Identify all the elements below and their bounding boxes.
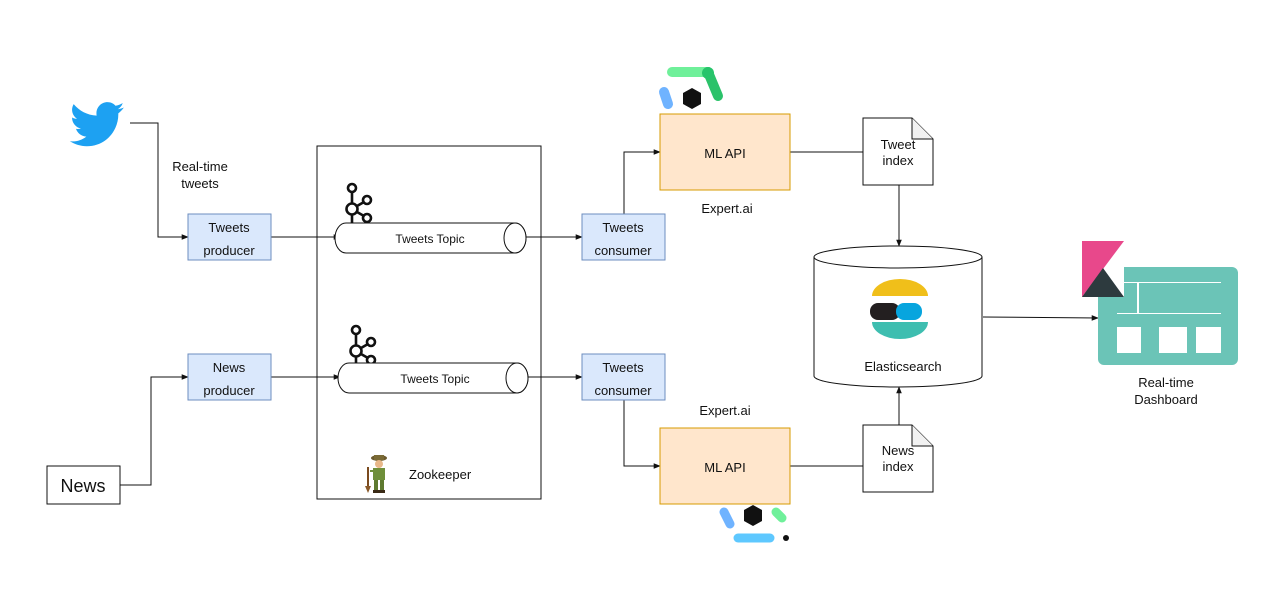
realtime-tweets-label: Real-time <box>172 159 228 174</box>
kafka-cluster-box <box>316 145 542 500</box>
tweets-topic-label-top: Tweets Topic <box>395 232 464 246</box>
tweets-consumer-label-top-line2: consumer <box>594 243 652 258</box>
tweets-producer-label-line2: producer <box>203 243 255 258</box>
news-producer-label-line2: producer <box>203 383 255 398</box>
tweets-topic-cylinder-bottom <box>337 362 529 394</box>
realtime-tweets-label-line2: tweets <box>181 176 219 191</box>
kibana-logo-icon <box>1082 241 1238 365</box>
ml-api-box-bottom <box>659 427 791 505</box>
connectors <box>120 122 1099 486</box>
dashboard-label: Real-time <box>1138 375 1194 390</box>
twitter-bird-icon <box>69 102 125 147</box>
tweets-consumer-label-top: Tweets <box>602 220 644 235</box>
tweets-producer-box <box>187 213 272 261</box>
news-producer-box <box>187 353 272 401</box>
news-index-document <box>862 424 934 493</box>
news-producer-label: News <box>213 360 246 375</box>
zookeeper-label: Zookeeper <box>409 467 472 482</box>
elasticsearch-label: Elasticsearch <box>864 359 941 374</box>
tweets-consumer-label-bottom: Tweets <box>602 360 644 375</box>
tweets-consumer-box-top <box>581 213 666 261</box>
expert-ai-logo-icon <box>659 67 723 109</box>
tweets-consumer-box-bottom <box>581 353 666 401</box>
tweets-producer-label: Tweets <box>208 220 250 235</box>
ml-api-box-top <box>659 113 791 191</box>
elasticsearch-logo-icon <box>870 279 928 339</box>
expert-ai-logo-icon <box>719 505 789 543</box>
arrow-twitter-to-tweets-producer <box>130 122 189 240</box>
tweet-index-label-line2: index <box>882 153 914 168</box>
news-index-label: News <box>882 443 915 458</box>
arrow-elasticsearch-to-dashboard <box>982 315 1099 321</box>
tweet-index-document <box>862 117 934 186</box>
ml-api-label-bottom: ML API <box>704 460 745 475</box>
news-source-box <box>46 465 121 505</box>
news-index-label-line2: index <box>882 459 914 474</box>
tweets-consumer-label-bottom-line2: consumer <box>594 383 652 398</box>
arrow-consumer-to-ml-api-top <box>623 149 661 214</box>
expert-ai-label-bottom: Expert.ai <box>699 403 750 418</box>
elasticsearch-cylinder <box>813 245 983 388</box>
news-source-label: News <box>60 476 105 496</box>
tweets-topic-label-bottom: Tweets Topic <box>400 372 469 386</box>
expert-ai-label-top: Expert.ai <box>701 201 752 216</box>
arrow-news-to-news-producer <box>120 374 189 486</box>
zookeeper-icon <box>365 455 387 493</box>
arrow-consumer-to-ml-api-bottom <box>623 400 661 469</box>
tweets-topic-cylinder-top <box>334 222 527 254</box>
dashboard-label-line2: Dashboard <box>1134 392 1198 407</box>
ml-api-label-top: ML API <box>704 146 745 161</box>
tweet-index-label: Tweet <box>881 137 916 152</box>
